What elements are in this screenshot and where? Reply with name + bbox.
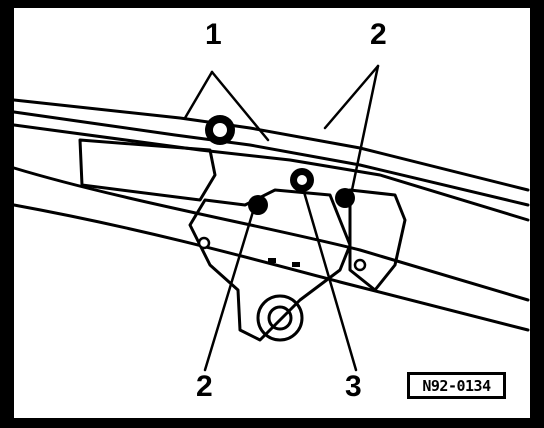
callout-3-bottom: 3 — [345, 370, 362, 403]
callout-2-bottom: 2 — [196, 370, 213, 403]
mount-bracket-right — [348, 188, 407, 292]
callout-1-top: 1 — [205, 18, 222, 51]
nut-2-right — [335, 188, 355, 208]
nut-2-left — [248, 195, 268, 215]
callout-2-top: 2 — [370, 18, 387, 51]
leader-2a — [323, 64, 380, 130]
pivot-nut-3-hole — [297, 175, 307, 185]
pivot-nut-1-hole — [213, 123, 227, 137]
central-bracket — [188, 188, 352, 342]
mount-hole-left — [197, 236, 211, 250]
leader-3 — [300, 183, 358, 372]
figure-code-label: N92-0134 — [407, 372, 506, 399]
linkage-rod-lower — [12, 123, 530, 222]
leader-2c — [203, 203, 257, 372]
leader-1b — [210, 70, 270, 142]
diagram-panel — [14, 8, 530, 418]
mount-hole-right — [353, 258, 367, 272]
main-tube-outline — [12, 166, 530, 302]
mount-plate-left — [78, 138, 217, 202]
linkage-rod-upper — [12, 98, 530, 192]
slot-mark-2 — [292, 262, 300, 267]
slot-mark — [268, 258, 276, 263]
leader-2b — [350, 64, 380, 192]
leader-1a — [183, 70, 214, 120]
crank-boss-inner — [267, 305, 293, 331]
linkage-rod-upper-2 — [12, 110, 530, 207]
crank-boss-outer — [256, 294, 304, 342]
